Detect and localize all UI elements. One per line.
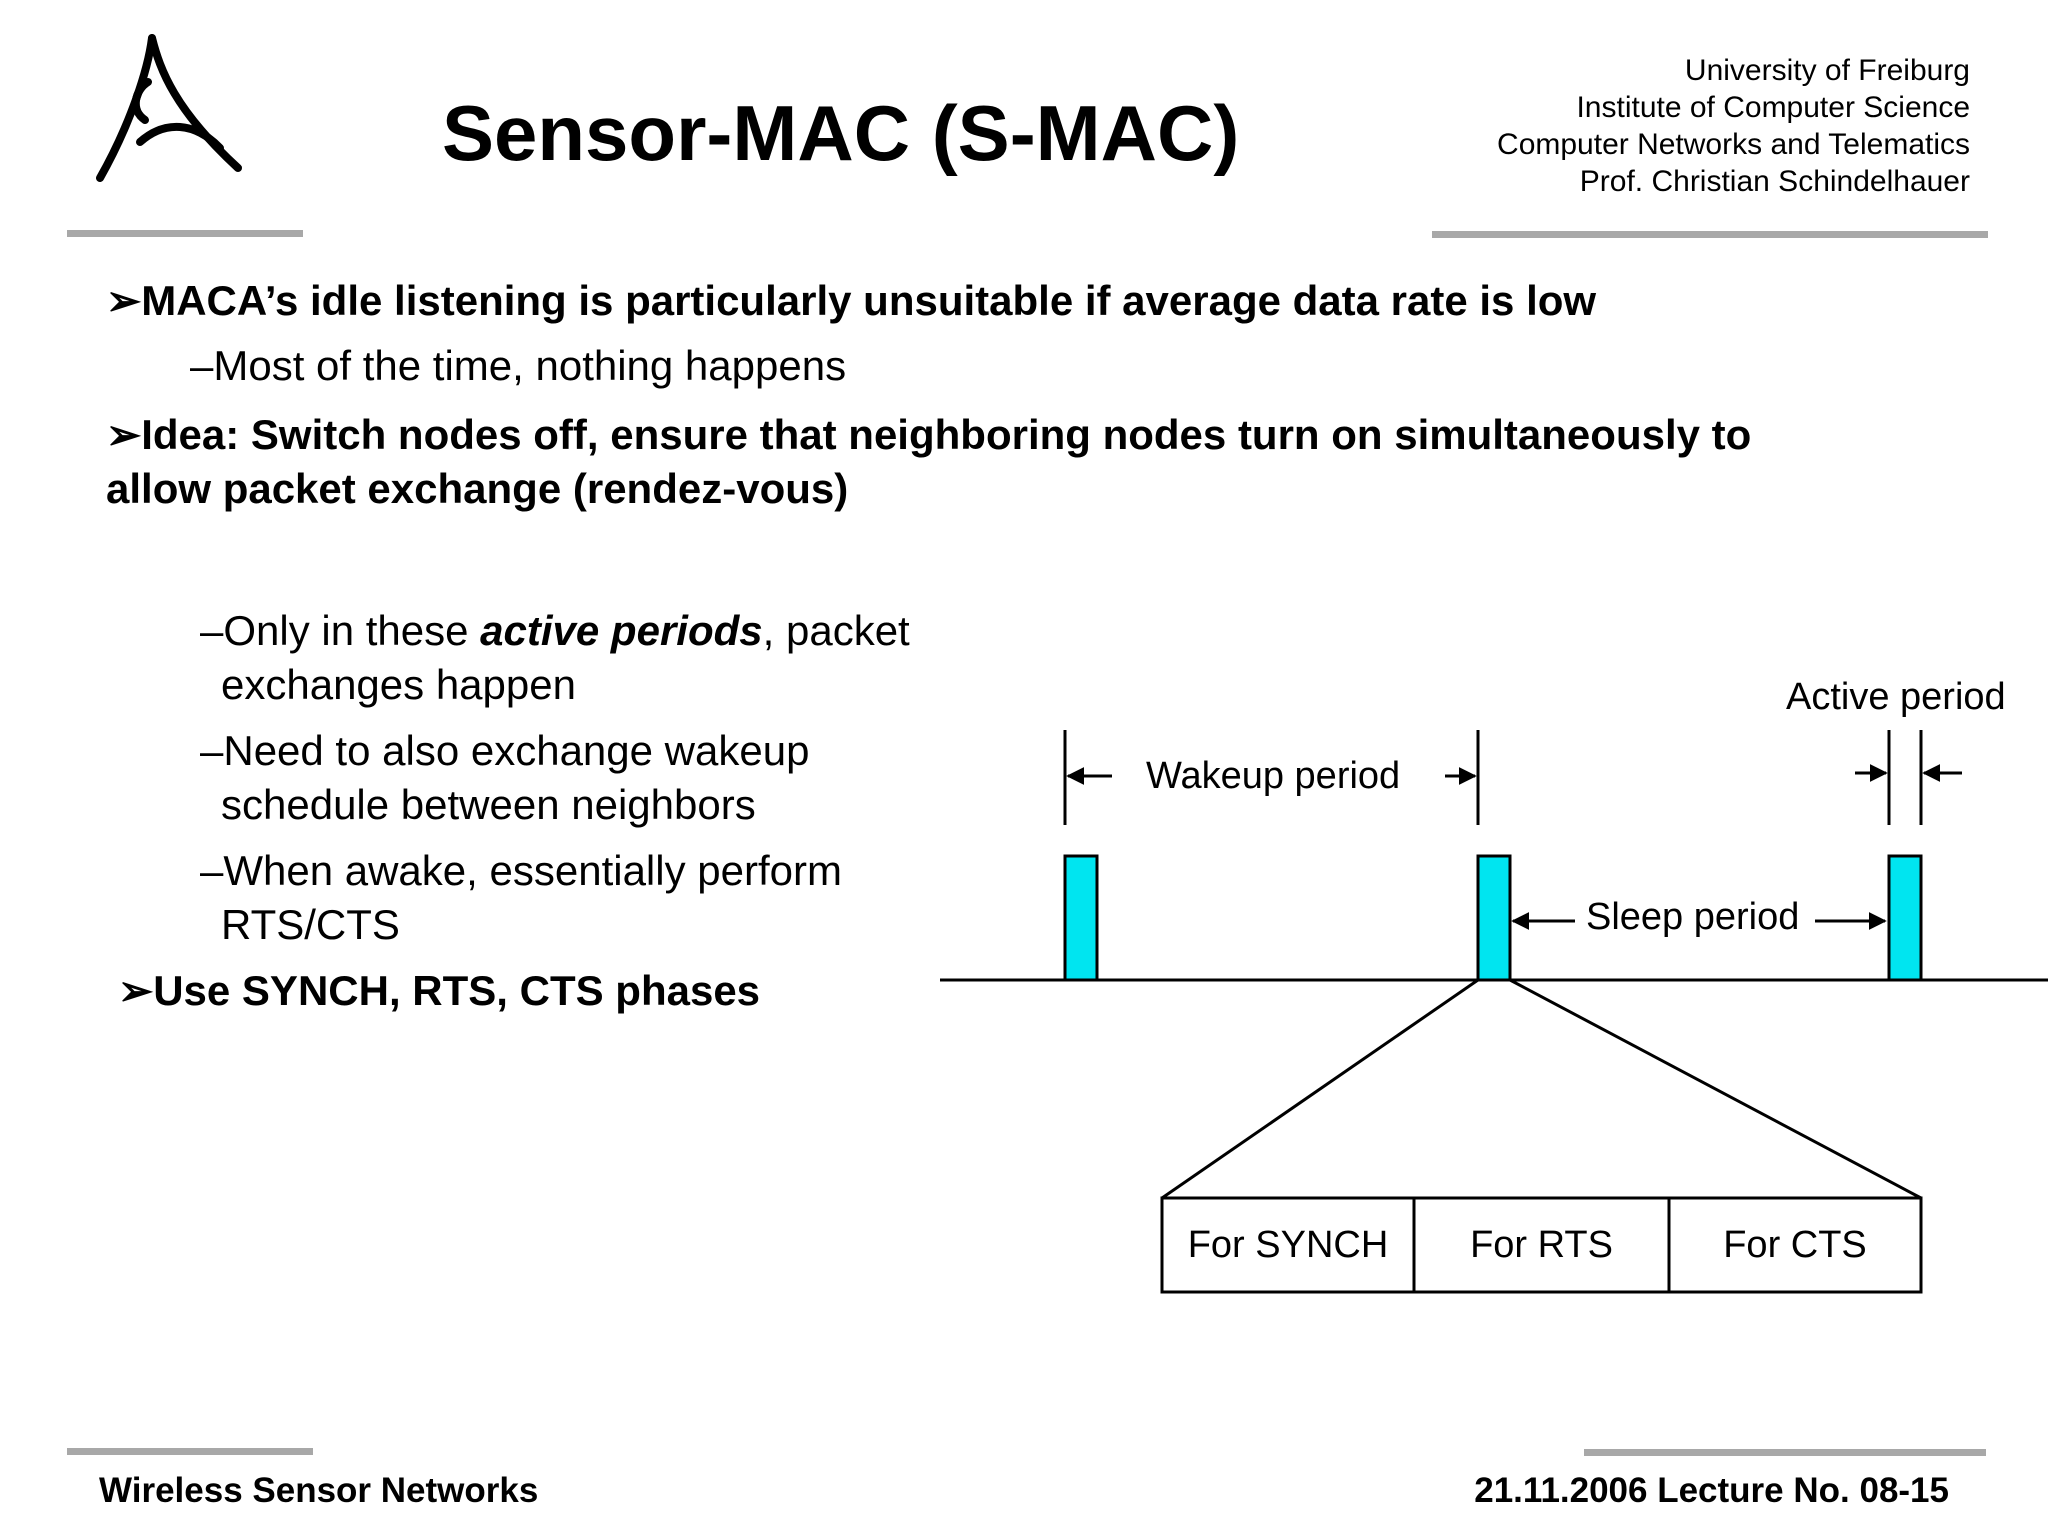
phase-rts-label: For RTS [1470, 1224, 1613, 1266]
wakeup-period-label: Wakeup period [1146, 755, 1401, 797]
active-pulse [1063, 854, 1099, 982]
bullet-2-line-1: ➢Idea: Switch nodes off, ensure that nei… [106, 408, 1751, 462]
bullet-2: ➢Idea: Switch nodes off, ensure that nei… [106, 408, 1751, 516]
institution-line: Computer Networks and Telematics [1497, 128, 1970, 161]
list-item-line: schedule between neighbors [221, 781, 756, 828]
bullet-text: Use SYNCH, RTS, CTS phases [153, 967, 761, 1014]
bullet-synch-rts-cts: ➢Use SYNCH, RTS, CTS phases [118, 966, 760, 1015]
list-text: –Only in these [200, 607, 481, 654]
institution-info: University of Freiburg Institute of Comp… [1497, 52, 1970, 200]
list-text: , packet [762, 607, 910, 654]
list-item-rts-cts: –When awake, essentially perform RTS/CTS [200, 844, 842, 952]
bullet-text: Idea: Switch nodes off, ensure that neig… [141, 411, 1752, 458]
institution-line: Institute of Computer Science [1576, 91, 1970, 124]
list-item-active-periods: –Only in these active periods, packet ex… [200, 604, 910, 712]
sub-bullet-1: –Most of the time, nothing happens [190, 342, 847, 389]
bullet-arrow-icon: ➢ [118, 967, 154, 1014]
bullet-text: MACA’s idle listening is particularly un… [141, 277, 1597, 324]
active-pulse [1887, 854, 1923, 982]
list-item-wakeup-schedule: –Need to also exchange wakeup schedule b… [200, 724, 809, 832]
sleep-period-label: Sleep period [1586, 896, 1800, 938]
zoom-line-right [1509, 978, 1922, 1200]
list-item-line: –When awake, essentially perform [200, 847, 842, 894]
bullet-1: ➢MACA’s idle listening is particularly u… [106, 276, 1596, 325]
header-rule-left [67, 230, 303, 237]
active-pulse [1476, 854, 1512, 982]
page-title: Sensor-MAC (S-MAC) [442, 89, 1240, 177]
phase-cts-label: For CTS [1723, 1224, 1867, 1266]
footer-rule-left [67, 1448, 313, 1455]
list-item-line: exchanges happen [221, 661, 576, 708]
phase-box [1160, 1196, 1923, 1294]
list-item-line: –Need to also exchange wakeup [200, 727, 810, 774]
university-logo [96, 34, 242, 182]
active-period-label: Active period [1786, 676, 2006, 718]
emphasis-text: active periods [480, 607, 763, 654]
phase-synch-label: For SYNCH [1187, 1224, 1389, 1266]
list-item-line: RTS/CTS [221, 901, 400, 948]
list-item-line: –Only in these active periods, packet [200, 604, 910, 658]
footer-lecture-info: 21.11.2006 Lecture No. 08-15 [1474, 1471, 1949, 1510]
institution-line: Prof. Christian Schindelhauer [1579, 165, 1970, 198]
zoom-line-left [1161, 978, 1479, 1200]
footer-course-title: Wireless Sensor Networks [99, 1471, 539, 1510]
header-rule-right [1432, 231, 1988, 238]
institution-line: University of Freiburg [1684, 54, 1970, 87]
footer-rule-right [1584, 1449, 1986, 1456]
bullet-arrow-icon: ➢ [106, 277, 142, 324]
bullet-2-line-2: allow packet exchange (rendez-vous) [106, 465, 849, 512]
bullet-arrow-icon: ➢ [106, 411, 142, 458]
